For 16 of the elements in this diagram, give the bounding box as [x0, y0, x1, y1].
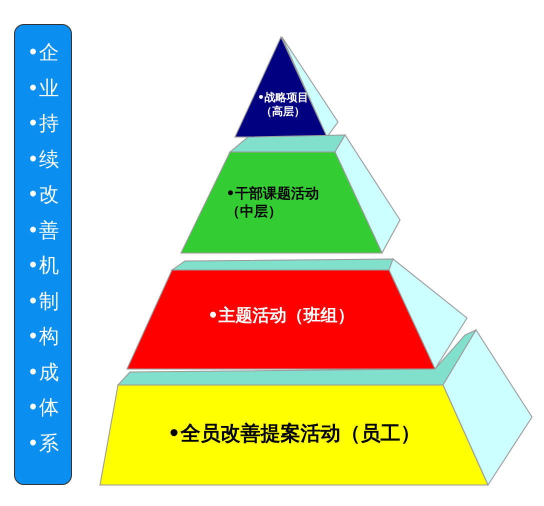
panel-text: •善: [26, 216, 60, 244]
panel-text: •构: [26, 323, 60, 350]
tier-label: •全员改善提案活动（员工）: [166, 421, 422, 446]
panel-text: •体: [26, 394, 60, 421]
tier-label: •主题活动（班组）: [206, 306, 356, 328]
panel-text: •业: [26, 74, 60, 102]
panel-text: •成: [26, 358, 60, 386]
panel-text: •改: [26, 181, 60, 208]
panel-text: •机: [26, 252, 60, 279]
panel-text: •企: [26, 39, 60, 66]
panel-text: •续: [26, 146, 60, 172]
panel-text: •系: [26, 430, 60, 456]
tier-label: •干部课题活动（中层）: [226, 186, 320, 221]
panel-text: •制: [26, 288, 60, 314]
tier-label: •战略项目（高层）: [256, 91, 310, 118]
panel-text: •持: [26, 110, 60, 137]
